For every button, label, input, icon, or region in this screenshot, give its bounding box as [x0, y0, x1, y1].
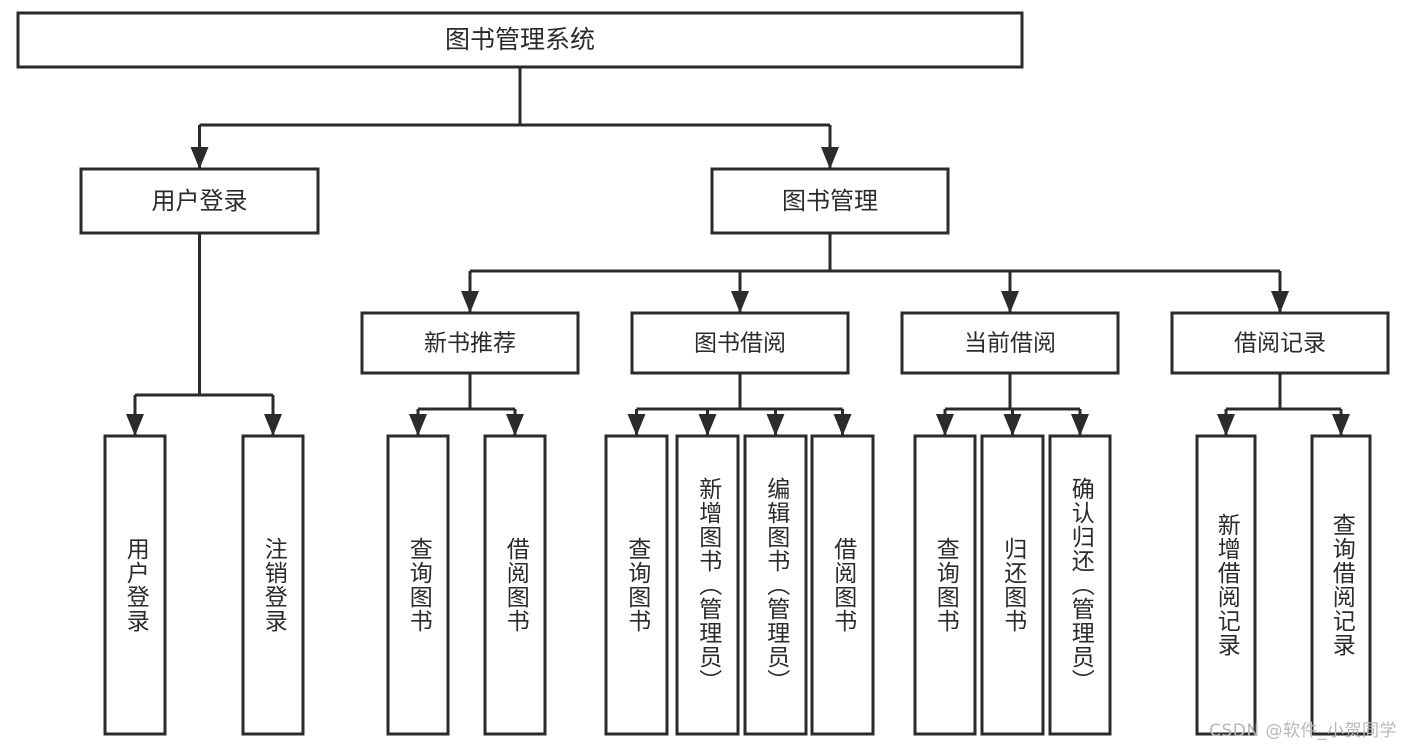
node-leaf-11[interactable] [1195, 434, 1257, 736]
node-root-label: 图书管理系统 [445, 25, 595, 54]
node-leaf-1[interactable] [241, 434, 305, 736]
node-leaf-7[interactable] [810, 434, 875, 736]
node-leaf-5[interactable] [675, 434, 740, 736]
node-level2-0[interactable] [360, 311, 580, 375]
arrow-head [1001, 291, 1019, 313]
node-leaf-2[interactable] [386, 434, 450, 736]
node-level2-3-label: 借阅记录 [1234, 331, 1326, 357]
node-leaf-4[interactable] [604, 434, 669, 736]
arrow-head [461, 291, 479, 313]
node-level1-1-label: 图书管理 [782, 187, 878, 215]
arrow-head [698, 414, 717, 436]
node-leaf-0[interactable] [103, 434, 167, 736]
arrow-head [731, 291, 749, 313]
arrow-head [1003, 414, 1022, 436]
node-level2-2-label: 当前借阅 [964, 331, 1056, 357]
node-level2-2[interactable] [900, 311, 1120, 375]
arrow-head [821, 147, 839, 169]
node-leaf-9[interactable] [980, 434, 1045, 736]
node-leaf-3[interactable] [483, 434, 547, 736]
node-leaf-8[interactable] [913, 434, 977, 736]
node-root[interactable] [16, 11, 1024, 69]
arrow-head [936, 414, 954, 436]
arrow-head [1271, 291, 1289, 313]
node-level2-0-label: 新书推荐 [424, 331, 516, 357]
arrow-head [190, 147, 209, 169]
arrow-head [833, 414, 852, 436]
arrow-head [766, 414, 785, 436]
node-level2-3[interactable] [1170, 311, 1390, 375]
node-leaf-10[interactable] [1048, 434, 1112, 736]
node-level2-1[interactable] [630, 311, 850, 375]
arrow-head [409, 414, 427, 436]
node-level2-1-label: 图书借阅 [694, 331, 786, 357]
arrow-head [506, 414, 524, 436]
node-leaf-12[interactable] [1310, 434, 1372, 736]
arrow-head [126, 414, 144, 436]
node-level1-0[interactable] [79, 167, 320, 235]
node-level1-0-label: 用户登录 [152, 187, 248, 215]
watermark-text: CSDN @软件_小贺同学 [1209, 721, 1397, 741]
node-leaf-6[interactable] [743, 434, 808, 736]
node-level1-1[interactable] [710, 167, 950, 235]
arrow-head [1332, 414, 1350, 436]
arrow-head [1071, 414, 1089, 436]
arrow-head [264, 414, 282, 436]
connector-layer [126, 67, 1350, 436]
arrow-head [627, 414, 646, 436]
arrow-head [1217, 414, 1235, 436]
